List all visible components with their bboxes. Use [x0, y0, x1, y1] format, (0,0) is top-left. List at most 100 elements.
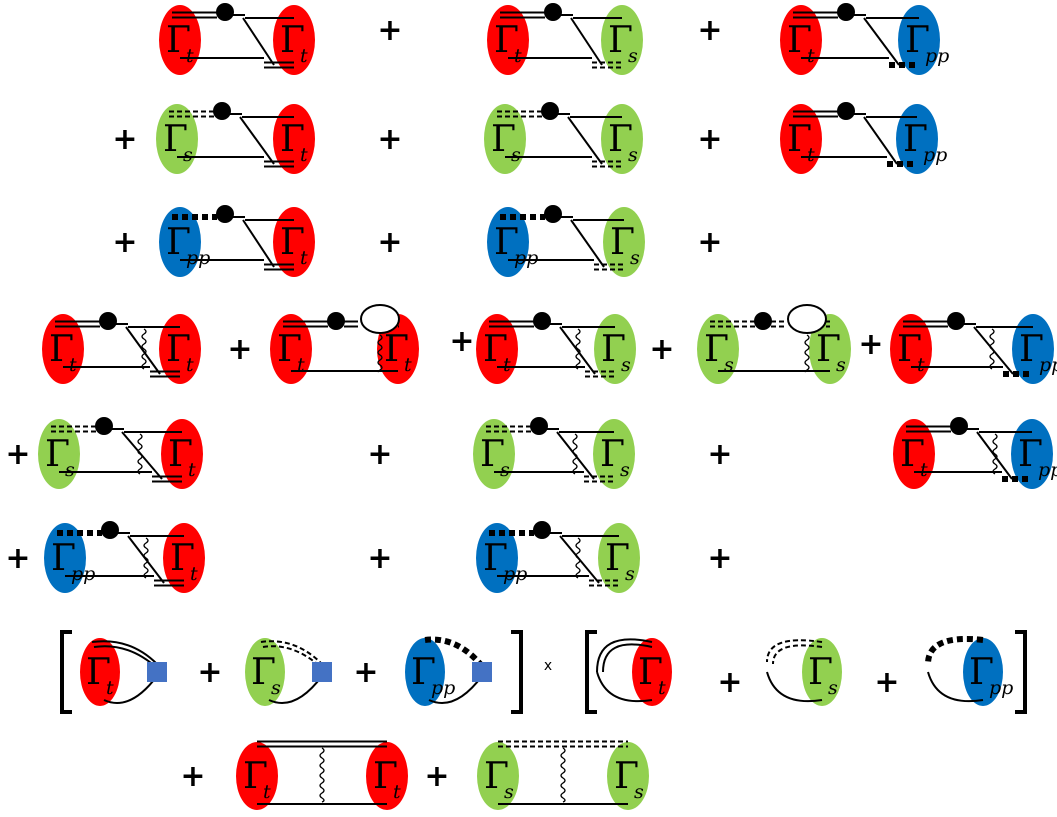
photon-line [560, 747, 566, 803]
vertex-subscript: s [724, 354, 734, 376]
vertex-gamma-symbol: Γ [704, 329, 729, 370]
propagator-line [596, 671, 653, 703]
right-bracket [511, 630, 523, 714]
vertex-s-ellipse [601, 104, 643, 174]
vertex-gamma-symbol: Γ [166, 329, 191, 370]
vertex-subscript: t [186, 45, 194, 67]
vertex-gamma-symbol: Γ [280, 222, 305, 263]
propagator-line [242, 17, 275, 66]
plus-sign: + [5, 541, 30, 576]
photon-line [319, 747, 325, 803]
vertex-subscript: t [658, 677, 666, 699]
propagator-line [103, 675, 158, 704]
propagator-line [424, 636, 485, 668]
vertex-t-ellipse [270, 314, 312, 384]
plus-sign: + [367, 437, 392, 472]
plus-sign: + [697, 13, 722, 48]
vertex-gamma-symbol: Γ [49, 329, 74, 370]
plus-sign: + [858, 327, 883, 362]
propagator-line [925, 636, 984, 665]
vertex-subscript: t [263, 781, 271, 803]
vertex-t-ellipse [366, 742, 408, 810]
vertex-subscript: pp [71, 563, 95, 585]
times-sign: x [544, 658, 552, 674]
vertex-subscript: t [300, 247, 308, 269]
vertex-subscript: pp [1039, 354, 1057, 376]
vertex-subscript: s [630, 247, 640, 269]
vertex-gamma-symbol: Γ [610, 222, 635, 263]
propagator-line [863, 116, 898, 165]
photon-line [572, 433, 578, 475]
left-bracket [585, 630, 597, 714]
source-square [312, 662, 332, 682]
vertex-pp-ellipse [898, 5, 940, 75]
photon-line [804, 334, 810, 373]
propagator-line [127, 535, 165, 584]
vertex-gamma-symbol: Γ [168, 434, 193, 475]
left-bracket [60, 630, 72, 714]
vertex-t-ellipse [161, 419, 203, 489]
plus-sign: + [697, 225, 722, 260]
vertex-gamma-symbol: Γ [787, 20, 812, 61]
vertex-gamma-symbol: Γ [277, 329, 302, 370]
vertex-subscript: t [393, 781, 401, 803]
vertex-gamma-symbol: Γ [816, 329, 841, 370]
insertion-dot [950, 417, 968, 435]
vertex-s-ellipse [593, 419, 635, 489]
propagator-line [766, 671, 823, 703]
vertex-s-ellipse [697, 314, 739, 384]
insertion-dot [837, 3, 855, 21]
vertex-t-ellipse [273, 5, 315, 75]
vertex-subscript: t [807, 45, 815, 67]
vertex-gamma-symbol: Γ [86, 652, 111, 693]
vertex-gamma-symbol: Γ [484, 756, 509, 797]
vertex-subscript: t [300, 144, 308, 166]
vertex-pp-ellipse [1011, 419, 1053, 489]
photon-line [989, 328, 995, 370]
vertex-subscript: s [271, 677, 281, 699]
propagator-line [570, 219, 605, 268]
right-bracket [1015, 630, 1027, 714]
vertex-subscript: s [836, 354, 846, 376]
vertex-gamma-symbol: Γ [900, 434, 925, 475]
vertex-gamma-symbol: Γ [163, 119, 188, 160]
propagator-line [242, 219, 275, 268]
vertex-gamma-symbol: Γ [638, 652, 663, 693]
vertex-subscript: t [514, 45, 522, 67]
vertex-gamma-symbol: Γ [480, 434, 505, 475]
plus-sign: + [697, 122, 722, 157]
plus-sign: + [377, 225, 402, 260]
self-energy-bubble [360, 304, 400, 334]
insertion-dot [213, 102, 231, 120]
photon-line [141, 328, 147, 370]
propagator-line [766, 639, 823, 663]
insertion-dot [99, 312, 117, 330]
vertex-gamma-symbol: Γ [1019, 329, 1044, 370]
vertex-t-ellipse [236, 742, 278, 810]
vertex-gamma-symbol: Γ [491, 119, 516, 160]
plus-sign: + [874, 665, 899, 700]
vertex-subscript: pp [923, 144, 947, 166]
vertex-t-ellipse [80, 638, 120, 706]
vertex-gamma-symbol: Γ [166, 222, 191, 263]
vertex-subscript: s [628, 45, 638, 67]
vertex-s-ellipse [603, 207, 645, 277]
vertex-subscript: t [807, 144, 815, 166]
photon-line [992, 433, 998, 475]
plus-sign: + [112, 122, 137, 157]
vertex-subscript: t [190, 563, 198, 585]
vertex-subscript: t [186, 354, 194, 376]
vertex-gamma-symbol: Γ [787, 119, 812, 160]
vertex-subscript: t [297, 354, 305, 376]
vertex-gamma-symbol: Γ [373, 756, 398, 797]
self-energy-bubble [787, 304, 827, 334]
plus-sign: + [377, 122, 402, 157]
propagator-line [556, 431, 595, 480]
plus-sign: + [180, 759, 205, 794]
